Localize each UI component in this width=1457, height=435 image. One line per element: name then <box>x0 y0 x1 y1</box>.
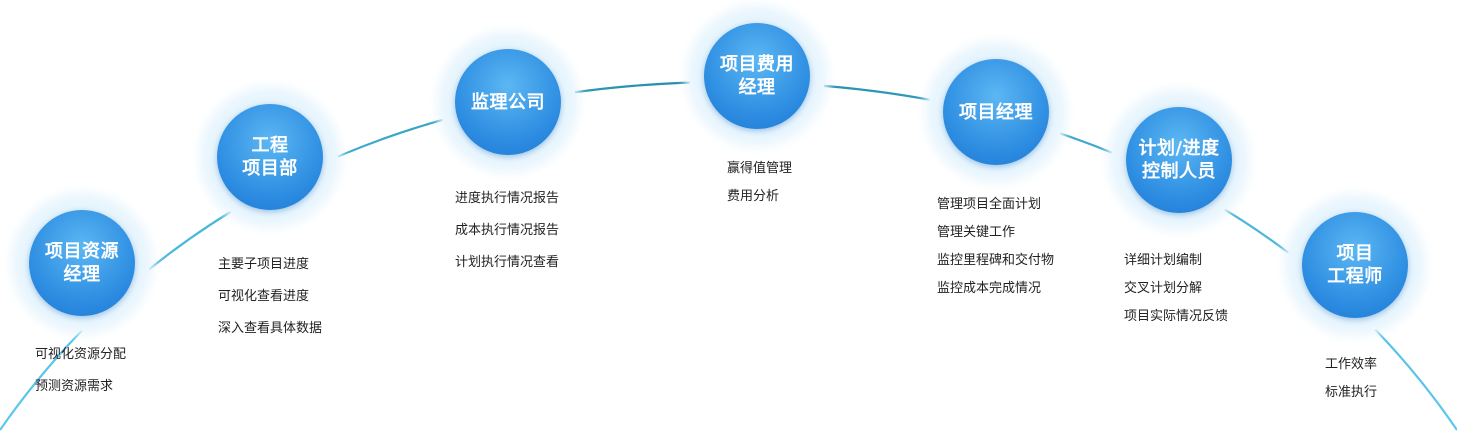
node-items-supervision-company: 进度执行情况报告 成本执行情况报告 计划执行情况查看 <box>455 191 559 271</box>
node-items-project-manager: 管理项目全面计划 管理关键工作 监控里程碑和交付物 监控成本完成情况 <box>937 197 1054 297</box>
node-circle: 监理公司 <box>455 49 561 155</box>
list-item: 成本执行情况报告 <box>455 223 560 238</box>
node-circle: 项目费用 经理 <box>704 23 810 129</box>
node-title: 工程 项目部 <box>242 135 298 179</box>
list-item: 管理项目全面计划 <box>937 197 1042 212</box>
node-circle: 项目经理 <box>943 59 1049 165</box>
node-project-manager: 项目经理 <box>928 44 1064 180</box>
node-items-engineering-dept: 主要子项目进度 可视化查看进度 深入查看具体数据 <box>218 257 322 337</box>
list-item: 进度执行情况报告 <box>455 191 560 206</box>
node-schedule-controller: 计划/进度 控制人员 <box>1111 92 1247 228</box>
list-item: 交叉计划分解 <box>1124 281 1203 296</box>
list-item: 详细计划编制 <box>1124 253 1203 268</box>
node-engineering-dept: 工程 项目部 <box>202 89 338 225</box>
node-title: 项目经理 <box>959 101 1033 123</box>
node-circle: 计划/进度 控制人员 <box>1126 107 1232 213</box>
node-resource-manager: 项目资源 经理 <box>14 195 150 331</box>
list-item: 预测资源需求 <box>35 379 114 394</box>
node-title: 项目 工程师 <box>1327 243 1383 287</box>
list-item: 费用分析 <box>727 189 780 204</box>
list-item: 深入查看具体数据 <box>218 321 323 336</box>
list-item: 标准执行 <box>1325 385 1378 400</box>
node-title: 监理公司 <box>471 91 545 113</box>
node-circle: 项目 工程师 <box>1302 212 1408 318</box>
list-item: 项目实际情况反馈 <box>1124 309 1229 324</box>
list-item: 可视化资源分配 <box>35 347 127 362</box>
node-items-resource-manager: 可视化资源分配 预测资源需求 <box>35 347 126 395</box>
node-items-schedule-controller: 详细计划编制 交叉计划分解 项目实际情况反馈 <box>1124 253 1228 325</box>
list-item: 主要子项目进度 <box>218 257 310 272</box>
list-item: 赢得值管理 <box>727 161 793 176</box>
list-item: 监控里程碑和交付物 <box>937 253 1055 268</box>
node-items-project-engineer: 工作效率 标准执行 <box>1325 357 1377 401</box>
node-title: 计划/进度 控制人员 <box>1138 138 1220 182</box>
list-item: 可视化查看进度 <box>218 289 310 304</box>
node-circle: 工程 项目部 <box>217 104 323 210</box>
node-title: 项目费用 经理 <box>720 54 794 98</box>
node-supervision-company: 监理公司 <box>440 34 576 170</box>
node-title: 项目资源 经理 <box>45 241 119 285</box>
node-project-engineer: 项目 工程师 <box>1287 197 1423 333</box>
node-items-cost-manager: 赢得值管理 费用分析 <box>727 161 792 205</box>
list-item: 管理关键工作 <box>937 225 1016 240</box>
node-circle: 项目资源 经理 <box>29 210 135 316</box>
node-cost-manager: 项目费用 经理 <box>689 8 825 144</box>
list-item: 监控成本完成情况 <box>937 281 1042 296</box>
list-item: 工作效率 <box>1325 357 1378 372</box>
list-item: 计划执行情况查看 <box>455 255 560 270</box>
